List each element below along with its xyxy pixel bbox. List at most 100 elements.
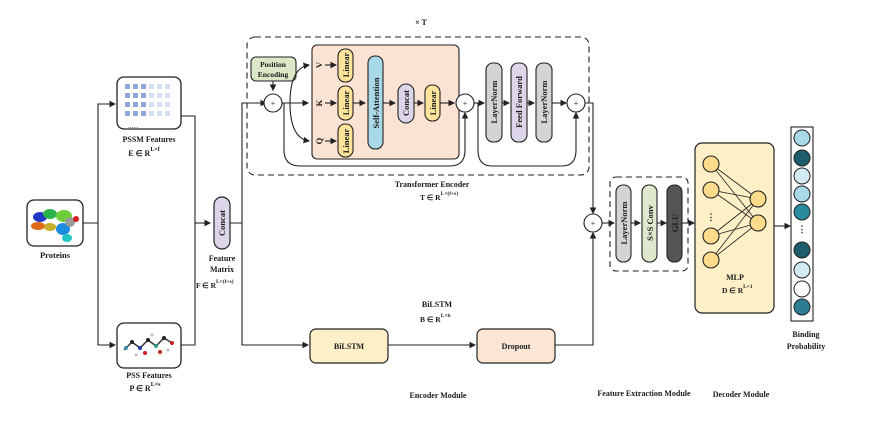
svg-text:LayerNorm: LayerNorm: [489, 81, 499, 124]
svg-text:Linear: Linear: [341, 129, 351, 154]
pssm-cell: [165, 102, 170, 107]
proteins-input: Proteins: [26, 199, 84, 260]
mlp-block: ⋮ MLP D ∈ RL×1: [694, 142, 775, 314]
glu-block: GLU: [666, 184, 683, 263]
pssm-cell: [133, 102, 138, 107]
connector-q: [289, 102, 311, 144]
svg-text:LayerNorm: LayerNorm: [619, 202, 629, 245]
output-node: [793, 241, 811, 259]
transformer-encoder-frame: [246, 36, 590, 176]
feature-matrix-formula: F ∈ RL×(f+s): [196, 278, 234, 290]
svg-text:BiLSTM: BiLSTM: [334, 342, 365, 351]
merge-add-node: +: [583, 213, 603, 233]
mlp-input-node: [702, 155, 720, 173]
svg-text:Linear: Linear: [428, 91, 438, 116]
linear-k: Linear: [337, 85, 354, 121]
pssm-cell: [149, 102, 154, 107]
bilstm-caption: BiLSTM: [422, 300, 453, 309]
mlp-input-node: [702, 227, 720, 245]
pssm-cell: [157, 84, 162, 89]
linear-q: Linear: [337, 123, 354, 158]
pssm-cell: [133, 93, 138, 98]
connector-features: [181, 115, 196, 346]
proteins-label: Proteins: [40, 250, 71, 260]
mlp-caption: MLP: [726, 273, 744, 282]
transformer-caption: Transformer Encoder: [395, 180, 470, 189]
pssm-cell: [149, 93, 154, 98]
position-encoding-line1: Position: [260, 60, 287, 69]
pssm-dots: ......: [128, 122, 139, 130]
feature-matrix-line2: Matrix: [210, 265, 234, 274]
mlp-edge: [710, 163, 759, 200]
fe-layernorm: LayerNorm: [615, 184, 632, 263]
pssm-cell: [149, 84, 154, 89]
pssm-label: PSSM Features: [123, 135, 176, 144]
self-attention-block: Self-Attention: [367, 55, 384, 150]
pssm-cell: [157, 93, 162, 98]
q-label: Q: [314, 137, 324, 144]
bilstm-formula: B ∈ RL×b: [420, 313, 451, 324]
pssm-formula: E ∈ RL×f: [128, 147, 161, 158]
pssm-cell: [141, 111, 146, 116]
pssm-cell: [165, 84, 170, 89]
pssm-cell: [165, 111, 170, 116]
mlp-edge: [710, 198, 759, 261]
decoder-module-label: Decoder Module: [713, 390, 770, 399]
pssm-cell: [125, 111, 130, 116]
output-ellipsis: ⋮: [798, 224, 807, 234]
svg-text:LayerNorm: LayerNorm: [539, 81, 549, 124]
mlp-output-node: [749, 214, 767, 232]
add-node-2: +: [455, 93, 475, 113]
pssm-matrix-icon: [125, 84, 170, 116]
svg-text:Self-Attention: Self-Attention: [371, 77, 381, 128]
add-node-3: +: [566, 93, 586, 113]
svg-text:Linear: Linear: [341, 53, 351, 78]
connector-proteins-pss: [97, 223, 117, 349]
connector-concat-bilstm: [241, 223, 310, 349]
output-node: [793, 185, 811, 203]
concat-label: Concat: [217, 210, 227, 236]
pssm-cell: [133, 84, 138, 89]
pss-label: PSS Features: [126, 371, 171, 380]
binding-label-line1: Binding: [792, 330, 819, 339]
residual-connection-1: [283, 103, 469, 167]
k-label: K: [314, 99, 324, 106]
encoder-module-label: Encoder Module: [410, 391, 467, 400]
layernorm-2: LayerNorm: [535, 62, 553, 143]
concat-block: Concat Feature Matrix F ∈ RL×(f+s): [196, 196, 236, 290]
svg-text:+: +: [591, 219, 596, 228]
pssm-cell: [141, 93, 146, 98]
pssm-cell: [125, 93, 130, 98]
svg-text:+: +: [574, 99, 579, 108]
pssm-cell: [133, 111, 138, 116]
svg-text:Concat: Concat: [401, 90, 411, 116]
svg-text:Linear: Linear: [341, 91, 351, 116]
mlp-network: [702, 155, 767, 269]
repeat-label: × T: [415, 18, 427, 27]
pssm-cell: [125, 84, 130, 89]
pssm-cell: [125, 102, 130, 107]
pss-features-box: PSS Features P ∈ RL×s: [116, 322, 182, 393]
output-nodes: [793, 129, 811, 316]
mlp-ellipsis: ⋮: [707, 212, 716, 222]
linear-v: Linear: [337, 48, 354, 83]
dropout-block: Dropout: [476, 328, 556, 364]
pssm-cell: [141, 84, 146, 89]
svg-text:S×S Conv: S×S Conv: [645, 204, 655, 241]
sxs-conv-block: S×S Conv: [641, 184, 658, 263]
connector-transformer-merge: [585, 102, 597, 215]
pssm-cell: [141, 102, 146, 107]
output-node: [793, 149, 811, 167]
svg-text:Feed Forward: Feed Forward: [514, 76, 524, 128]
feature-matrix-line1: Feature: [209, 254, 236, 263]
pss-formula: P ∈ RL×s: [130, 382, 162, 393]
position-encoding-block: Position Encoding: [250, 56, 297, 82]
output-node: [793, 280, 811, 298]
position-encoding-line2: Encoding: [258, 70, 289, 79]
mlp-output-node: [749, 190, 767, 208]
output-node: [793, 298, 811, 316]
svg-text:+: +: [463, 99, 468, 108]
mlp-edge: [710, 163, 759, 224]
protein-structure-icon: [31, 209, 79, 242]
qkv-labels: V K Q: [314, 61, 324, 144]
